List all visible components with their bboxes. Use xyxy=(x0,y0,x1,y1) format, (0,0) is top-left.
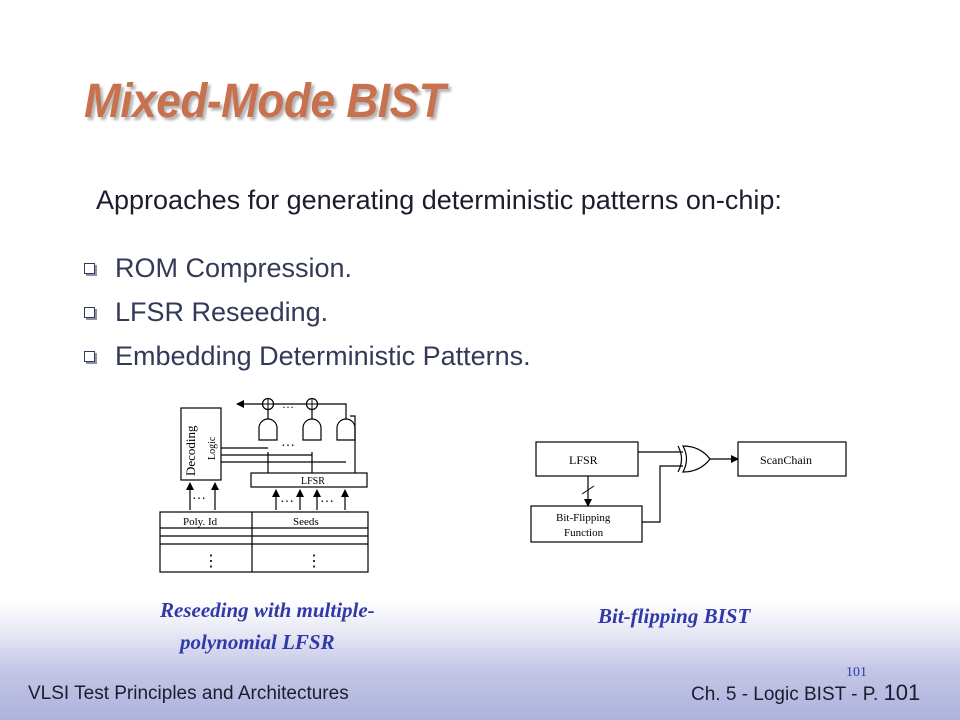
bullet-label: ROM Compression. xyxy=(115,252,353,283)
gate-ellipsis: … xyxy=(281,435,295,450)
rom-vellipsis: ⋮ xyxy=(203,553,219,570)
bullet-label: Embedding Deterministic Patterns. xyxy=(115,340,531,371)
left-caption-line2: polynomial LFSR xyxy=(180,630,335,654)
decoding-label: Decoding xyxy=(183,425,198,476)
decode-wires xyxy=(221,447,346,463)
intro-text: Approaches for generating deterministic … xyxy=(96,185,782,215)
right-caption: Bit-flipping BIST xyxy=(598,604,751,628)
lfsr-register xyxy=(250,472,368,488)
seed-ellipsis: … xyxy=(280,491,294,506)
bullet-item: LFSR Reseeding. xyxy=(84,290,531,334)
bullet-item: Embedding Deterministic Patterns. xyxy=(84,334,531,378)
rom-vellipsis: ⋮ xyxy=(306,553,322,570)
rom-table xyxy=(159,511,369,573)
scanchain-label: ScanChain xyxy=(760,453,812,467)
logic-label: Logic xyxy=(207,436,218,460)
decoding-logic-box xyxy=(180,407,222,481)
bitflip-label-2: Function xyxy=(564,527,604,539)
bitflip-label-1: Bit-Flipping xyxy=(556,512,611,524)
left-caption-line1: Reseeding with multiple- xyxy=(160,598,375,622)
poly-id-label: Poly. Id xyxy=(183,516,218,528)
rom-ellipsis: … xyxy=(192,488,206,503)
and-gate xyxy=(336,418,356,441)
and-gate xyxy=(302,418,322,441)
lfsr-block-label: LFSR xyxy=(569,453,598,467)
reseeding-diagram: Decoding Logic … … LFSR … … … xyxy=(159,397,369,573)
page-number-small: 101 xyxy=(846,665,867,680)
square-bullet-icon xyxy=(84,306,95,318)
square-bullet-icon xyxy=(84,262,95,274)
seeds-label: Seeds xyxy=(293,516,319,528)
footer-chapter: Ch. 5 - Logic BIST - P. 101 xyxy=(691,680,920,706)
square-bullet-icon xyxy=(84,350,95,362)
bullet-label: LFSR Reseeding. xyxy=(115,296,329,327)
lfsr-label: LFSR xyxy=(301,476,325,487)
bullet-list: ROM Compression. LFSR Reseeding. Embeddi… xyxy=(84,246,531,378)
and-gate xyxy=(258,418,278,441)
bitflipping-diagram: LFSR ScanChain Bit-Flipping Function xyxy=(530,441,847,543)
lfsr-block xyxy=(535,441,639,477)
footer-chapter-label: Ch. 5 - Logic BIST - P. xyxy=(691,684,879,705)
xor-gate xyxy=(681,445,711,473)
slide-title: Mixed-Mode BIST xyxy=(84,75,446,128)
footer-course-title: VLSI Test Principles and Architectures xyxy=(28,683,349,704)
bullet-item: ROM Compression. xyxy=(84,246,531,290)
seed-ellipsis: … xyxy=(320,491,334,506)
footer-page-number: 101 xyxy=(883,680,921,705)
